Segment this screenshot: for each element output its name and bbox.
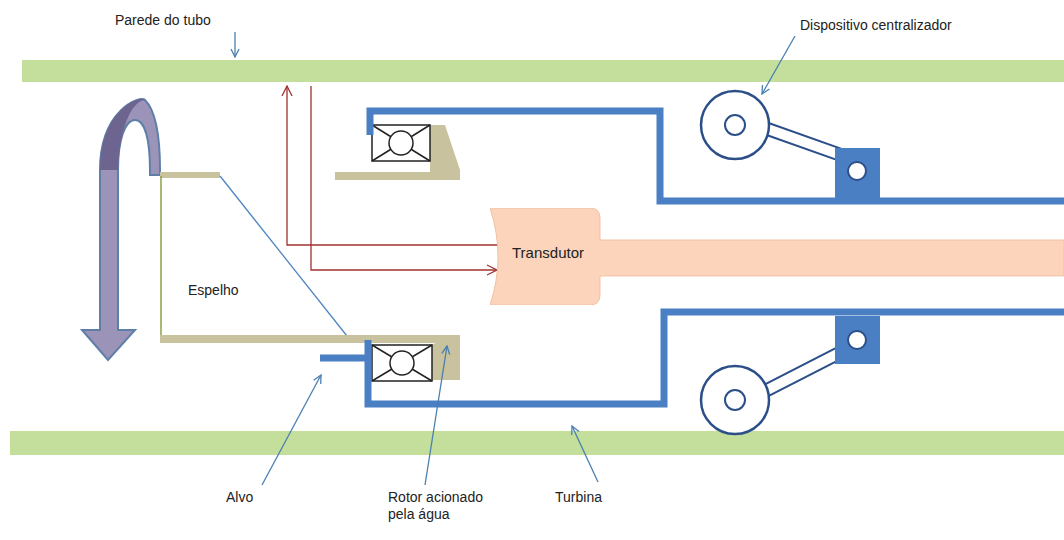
turbine (320, 111, 1064, 404)
rotation-arrow (82, 99, 160, 360)
part-label: Turbina (555, 489, 602, 506)
part-label: Rotor acionado pela água (388, 489, 493, 523)
part-label: Alvo (226, 489, 253, 506)
part-label: Espelho (188, 282, 239, 299)
transducer-outline (490, 208, 1064, 305)
mirror (160, 172, 460, 343)
pipe-wall (10, 431, 1064, 455)
acoustic-path (287, 86, 500, 270)
pipe-wall (22, 60, 1064, 82)
node-text: Transdutor (512, 244, 584, 261)
pipe-wall-label: Parede do tubo (115, 12, 211, 29)
transducer: Transdutor (490, 208, 1064, 305)
bearing-symbol (372, 125, 432, 381)
rotor (430, 125, 460, 180)
part-label: Dispositivo centralizador (800, 17, 952, 34)
